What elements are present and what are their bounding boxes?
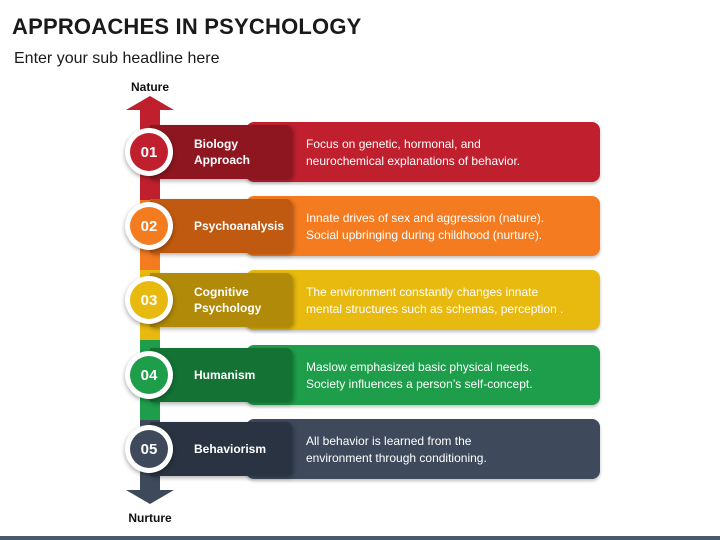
approach-row-3: The environment constantly changes innat… bbox=[0, 270, 720, 330]
arrow-head-up bbox=[126, 96, 174, 110]
description-text: The environment constantly changes innat… bbox=[306, 285, 564, 316]
description-box: Maslow emphasized basic physical needs.S… bbox=[246, 345, 600, 405]
approach-label: Humanism bbox=[194, 368, 256, 382]
number-badge: 04 bbox=[125, 351, 173, 399]
page-subtitle: Enter your sub headline here bbox=[14, 50, 220, 67]
number-text: 05 bbox=[130, 430, 168, 468]
number-text: 03 bbox=[130, 281, 168, 319]
description-text: Innate drives of sex and aggression (nat… bbox=[306, 211, 545, 242]
footer-bar bbox=[0, 536, 720, 540]
approach-row-2: Innate drives of sex and aggression (nat… bbox=[0, 196, 720, 256]
description-text: Maslow emphasized basic physical needs.S… bbox=[306, 360, 533, 391]
number-badge: 03 bbox=[125, 276, 173, 324]
number-badge: 02 bbox=[125, 202, 173, 250]
description-box: Innate drives of sex and aggression (nat… bbox=[246, 196, 600, 256]
arrow-head-down bbox=[126, 490, 174, 504]
axis-label-nature: Nature bbox=[130, 80, 169, 94]
page-title: APPROACHES IN PSYCHOLOGY bbox=[12, 14, 362, 39]
approach-row-4: Maslow emphasized basic physical needs.S… bbox=[0, 345, 720, 405]
number-badge: 01 bbox=[125, 128, 173, 176]
axis-label-nurture: Nurture bbox=[128, 511, 172, 525]
label-tab: Psychoanalysis bbox=[150, 199, 292, 253]
number-badge: 05 bbox=[125, 425, 173, 473]
description-box: The environment constantly changes innat… bbox=[246, 270, 600, 330]
number-text: 04 bbox=[130, 356, 168, 394]
approach-label: Behaviorism bbox=[194, 442, 267, 456]
approach-label: Psychoanalysis bbox=[194, 219, 285, 233]
label-tab: Humanism bbox=[150, 348, 292, 402]
number-text: 02 bbox=[130, 207, 168, 245]
label-tab: Behaviorism bbox=[150, 422, 292, 476]
number-text: 01 bbox=[130, 133, 168, 171]
